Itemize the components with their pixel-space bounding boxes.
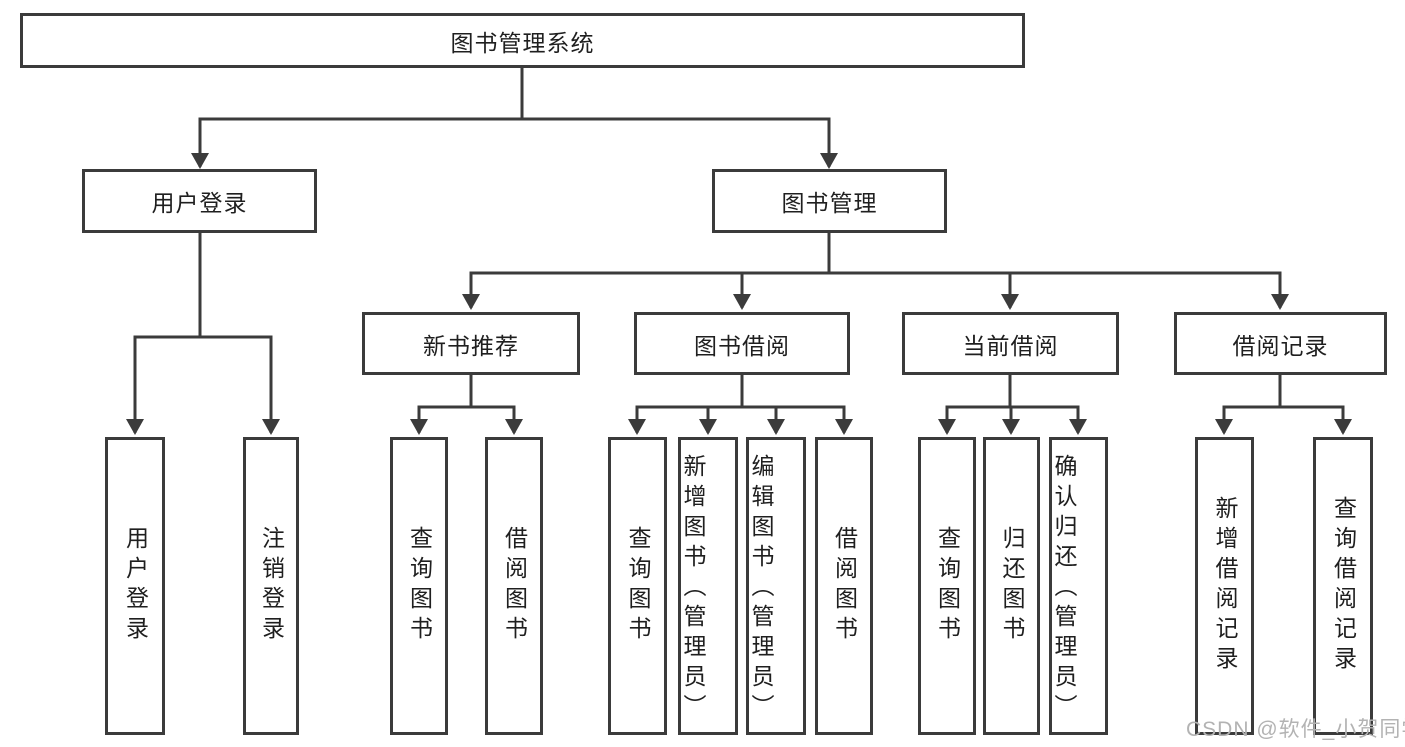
leaf-label: 确认归还（管理员） <box>1051 454 1077 724</box>
leaf-label: 借阅图书 <box>501 526 528 646</box>
leaf-edit-books-admin: 编辑图书（管理员） <box>746 437 806 735</box>
leaf-label: 查询图书 <box>406 526 433 646</box>
leaf-label: 归还图书 <box>999 526 1025 646</box>
csdn-watermark: CSDN @软件_小贺同学 <box>1186 718 1405 741</box>
leaf-label: 编辑图书（管理员） <box>748 454 774 724</box>
leaf-return-books: 归还图书 <box>983 437 1040 735</box>
leaf-add-borrow-record: 新增借阅记录 <box>1195 437 1254 735</box>
leaf-query-books-2: 查询图书 <box>608 437 667 735</box>
node-borrowing-records: 借阅记录 <box>1174 312 1387 375</box>
leaf-query-books-1: 查询图书 <box>390 437 448 735</box>
node-current-borrowing: 当前借阅 <box>902 312 1119 375</box>
leaf-label: 借阅图书 <box>831 526 858 646</box>
leaf-logout: 注销登录 <box>243 437 299 735</box>
leaf-add-books-admin: 新增图书（管理员） <box>678 437 738 735</box>
leaf-label: 注销登录 <box>258 526 285 646</box>
node-book-borrowing: 图书借阅 <box>634 312 850 375</box>
leaf-label: 查询借阅记录 <box>1330 496 1357 676</box>
leaf-query-books-3: 查询图书 <box>918 437 976 735</box>
leaf-borrow-books-1: 借阅图书 <box>485 437 543 735</box>
leaf-user-login: 用户登录 <box>105 437 165 735</box>
node-book-management: 图书管理 <box>712 169 947 233</box>
node-user-login: 用户登录 <box>82 169 317 233</box>
leaf-label: 查询图书 <box>625 526 651 646</box>
leaf-confirm-return-admin: 确认归还（管理员） <box>1049 437 1108 735</box>
leaf-label: 用户登录 <box>122 526 149 646</box>
leaf-label: 新增借阅记录 <box>1212 496 1238 676</box>
leaf-label: 查询图书 <box>934 526 961 646</box>
leaf-label: 新增图书（管理员） <box>680 454 706 724</box>
leaf-query-borrow-record: 查询借阅记录 <box>1313 437 1373 735</box>
node-library-management-system: 图书管理系统 <box>20 13 1025 68</box>
leaf-borrow-books-2: 借阅图书 <box>815 437 873 735</box>
node-new-book-recommendation: 新书推荐 <box>362 312 580 375</box>
